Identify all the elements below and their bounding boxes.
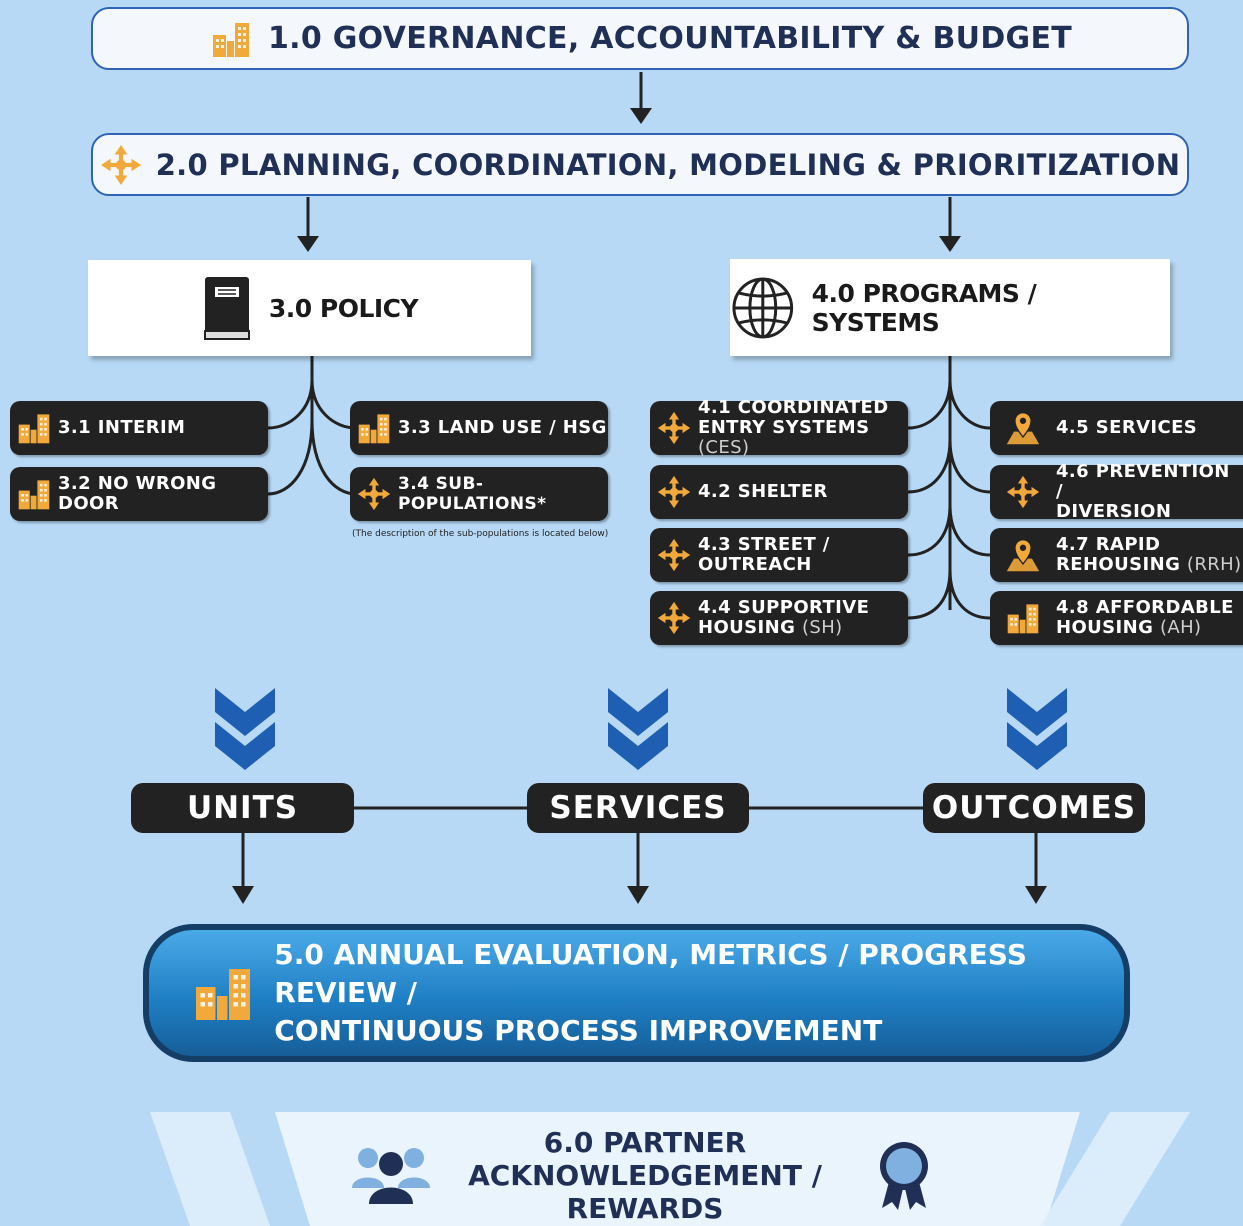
crossroads-icon bbox=[650, 601, 698, 635]
buildings-icon bbox=[208, 19, 254, 59]
outcomes-box: OUTCOMES bbox=[923, 783, 1145, 833]
programs-label: 4.0 PROGRAMS / SYSTEMS bbox=[811, 278, 1037, 337]
buildings-icon bbox=[10, 477, 58, 511]
map-pin-icon bbox=[990, 537, 1056, 573]
map-pin-icon bbox=[990, 410, 1056, 446]
units-box: UNITS bbox=[131, 783, 354, 833]
book-icon bbox=[203, 277, 250, 340]
programs-box: 4.0 PROGRAMS / SYSTEMS bbox=[730, 259, 1170, 356]
buildings-icon bbox=[990, 601, 1056, 635]
buildings-icon bbox=[171, 963, 274, 1023]
services-box: SERVICES bbox=[527, 783, 749, 833]
policy-label: 3.0 POLICY bbox=[268, 293, 419, 323]
crossroads-icon bbox=[650, 411, 698, 445]
policy-item-interim: 3.1 INTERIM bbox=[10, 401, 268, 455]
policy-item-land-use: 3.3 LAND USE / HSG bbox=[350, 401, 608, 455]
program-item-4-2: 4.2 SHELTER bbox=[650, 465, 908, 519]
sub-populations-note: (The description of the sub-populations … bbox=[352, 529, 609, 539]
program-item-4-6: 4.6 PREVENTION /DIVERSION bbox=[990, 462, 1243, 522]
evaluation-box: 5.0 ANNUAL EVALUATION, METRICS / PROGRES… bbox=[143, 924, 1130, 1062]
globe-icon bbox=[732, 277, 794, 338]
policy-item-sub-populations: 3.4 SUB-POPULATIONS* bbox=[350, 467, 608, 521]
buildings-icon bbox=[10, 411, 58, 445]
crossroads-icon bbox=[650, 538, 698, 572]
crossroads-icon bbox=[990, 475, 1056, 509]
planning-box: 2.0 PLANNING, COORDINATION, MODELING & P… bbox=[91, 133, 1189, 196]
crossroads-icon bbox=[650, 475, 698, 509]
planning-label: 2.0 PLANNING, COORDINATION, MODELING & P… bbox=[155, 147, 1181, 182]
partner-label: 6.0 PARTNER ACKNOWLEDGEMENT / REWARDS bbox=[468, 1126, 822, 1225]
partner-banner bbox=[150, 1112, 1190, 1226]
buildings-icon bbox=[350, 411, 398, 445]
double-chevron-icons bbox=[215, 688, 1067, 770]
evaluation-line2: CONTINUOUS PROCESS IMPROVEMENT bbox=[274, 1014, 883, 1047]
people-icon bbox=[352, 1148, 430, 1204]
program-item-4-3: 4.3 STREET /OUTREACH bbox=[650, 528, 908, 582]
governance-box: 1.0 GOVERNANCE, ACCOUNTABILITY & BUDGET bbox=[91, 7, 1189, 70]
evaluation-line1: 5.0 ANNUAL EVALUATION, METRICS / PROGRES… bbox=[274, 938, 1027, 1009]
policy-item-no-wrong-door: 3.2 NO WRONG DOOR bbox=[10, 467, 268, 521]
policy-box: 3.0 POLICY bbox=[88, 260, 531, 356]
governance-label: 1.0 GOVERNANCE, ACCOUNTABILITY & BUDGET bbox=[267, 21, 1073, 56]
crossroads-icon bbox=[350, 477, 398, 511]
program-item-4-5: 4.5 SERVICES bbox=[990, 401, 1243, 455]
crossroads-icon bbox=[100, 144, 142, 186]
award-ribbon-icon bbox=[880, 1142, 928, 1210]
